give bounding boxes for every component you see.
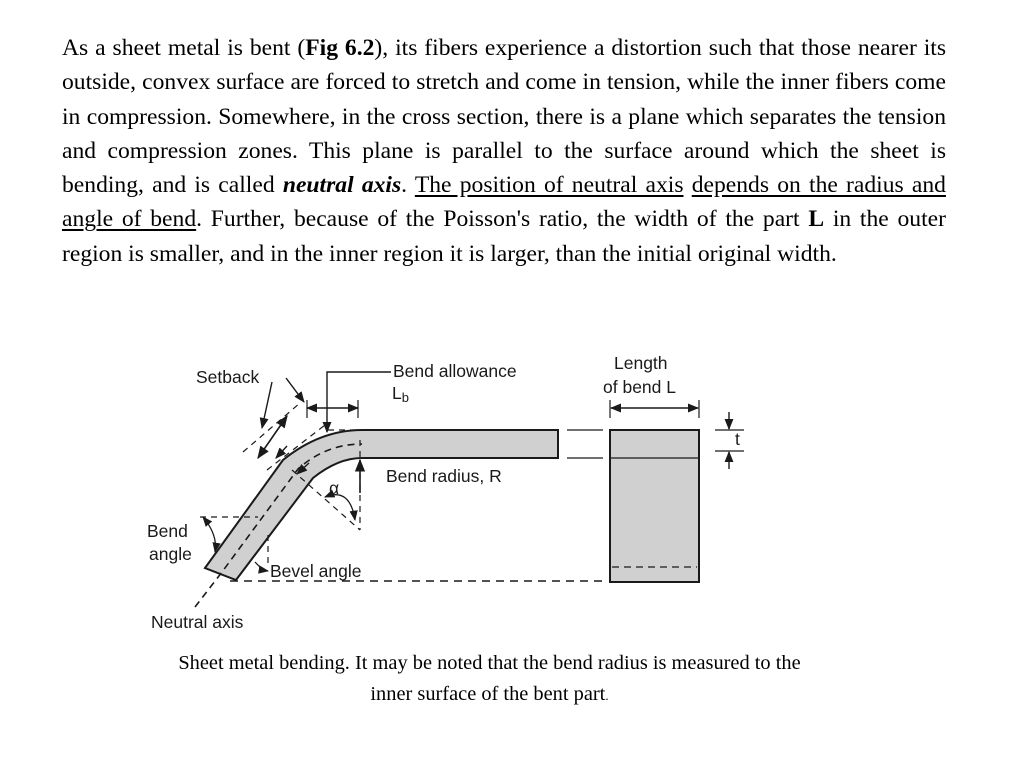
neutral-arrow-1 (296, 462, 310, 475)
label-bend-radius: Bend radius, R (386, 466, 502, 486)
label-bend-allowance: Bend allowance (393, 361, 517, 381)
caption-period: . (605, 687, 609, 703)
label-length-line2: of bend L (603, 377, 676, 397)
label-setback: Setback (196, 367, 259, 387)
neutral-axis-term: neutral axis (282, 172, 402, 199)
label-alpha: α (329, 478, 339, 498)
para-text-6: in the outer region is smaller, and in t… (62, 206, 946, 267)
para-text-3: . (401, 172, 415, 199)
para-text-5: . Further, because of the Poisson's rati… (196, 206, 809, 233)
alpha-arc (324, 489, 358, 522)
para-text-2: ), its fibers experience a distortion su… (62, 35, 947, 199)
label-thickness: t (735, 429, 740, 449)
label-bevel-angle: Bevel angle (270, 561, 361, 581)
underlined-phrase-1: The position of neutral axis (414, 172, 684, 199)
construction-line-diagonal (291, 469, 361, 531)
end-view-rect (609, 429, 700, 583)
caption-line-2: inner surface of the bent part (370, 682, 606, 705)
bevel-angle-arc (254, 561, 270, 574)
caption-line-1: Sheet metal bending. It may be noted tha… (178, 652, 801, 674)
bend-allowance-leader (322, 371, 391, 434)
label-bend-angle-1: Bend (147, 521, 188, 541)
setback-leader-2 (285, 377, 305, 403)
para-text-1: As a sheet metal is bent ( (62, 35, 306, 61)
setback-extension-2 (266, 424, 326, 471)
figure-reference: Fig 6.2 (305, 35, 375, 61)
part-letter: L (808, 206, 825, 233)
body-paragraph: As a sheet metal is bent (Fig 6.2), its … (62, 31, 946, 271)
neutral-arrow-2 (275, 445, 288, 459)
setback-extension-1 (242, 402, 301, 453)
label-bend-angle-2: angle (149, 544, 192, 564)
label-lb: Lb (392, 383, 409, 405)
bend-angle-arc (202, 516, 221, 554)
setback-dimension (257, 414, 288, 460)
setback-leader (259, 381, 273, 430)
figure-caption: Sheet metal bending. It may be noted tha… (62, 648, 917, 711)
label-length-line1: Length (614, 353, 668, 373)
underlined-phrase-2: depends on the radius and angle of bend (62, 172, 946, 233)
label-neutral-axis: Neutral axis (151, 612, 244, 632)
bent-sheet (203, 429, 559, 582)
